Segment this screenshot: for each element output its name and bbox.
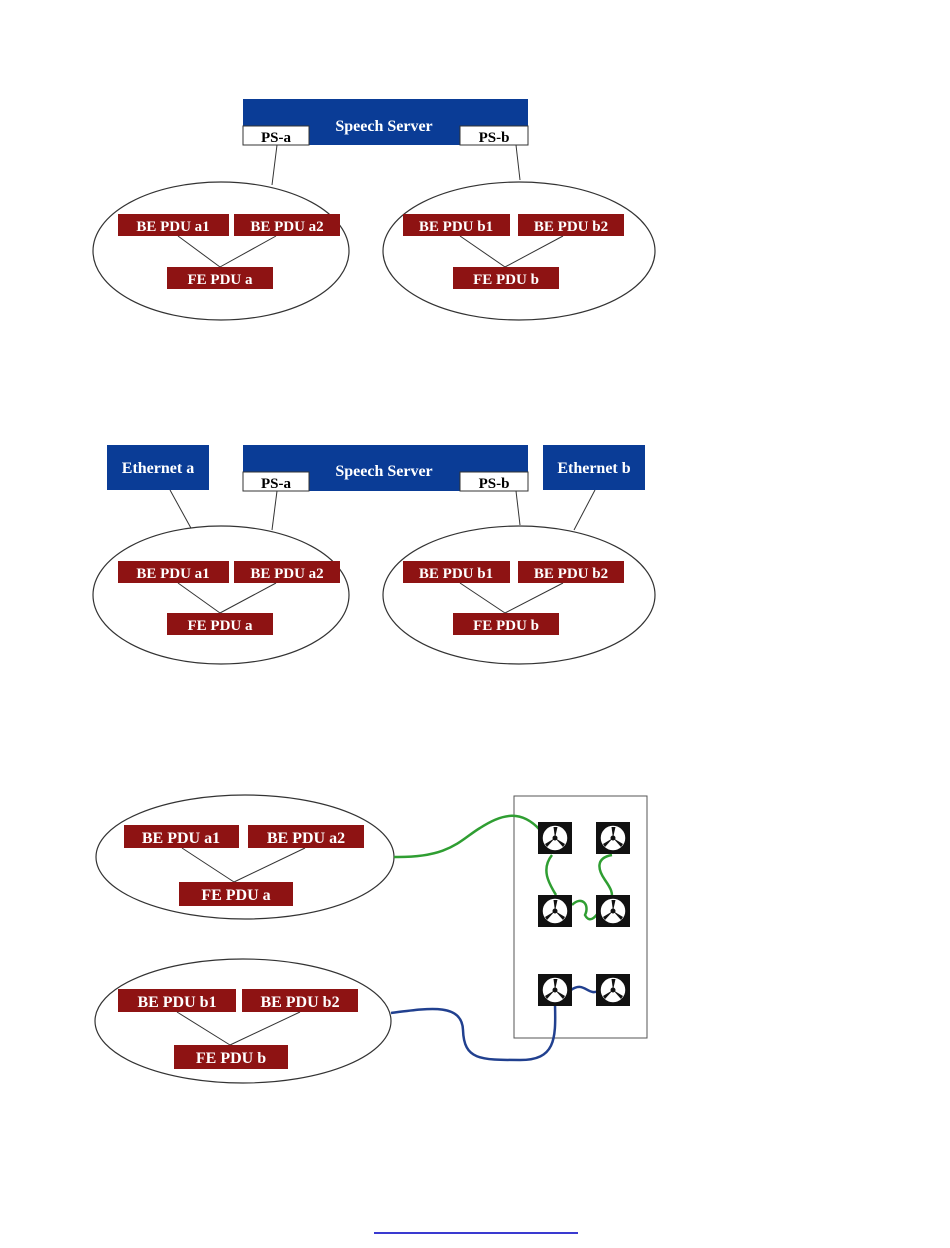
fan-icon (538, 974, 572, 1006)
footer-link-underline[interactable] (374, 1232, 578, 1234)
connector (516, 145, 520, 180)
fe-pdu-a-label: FE PDU a (188, 618, 253, 634)
ethernet-b: Ethernet b (543, 445, 645, 490)
be-pdu-a2-label: BE PDU a2 (250, 219, 323, 235)
connector (516, 491, 520, 525)
server-label: Speech Server (335, 118, 432, 135)
fe-pdu-b-label: FE PDU b (473, 618, 539, 634)
connector (272, 491, 277, 530)
pdu-group-b: BE PDU b1 BE PDU b2 FE PDU b (95, 959, 391, 1083)
ps-a-label: PS-a (261, 130, 292, 146)
be-pdu-b1-label: BE PDU b1 (137, 994, 216, 1011)
fan-icon (596, 895, 630, 927)
pdu-group-b: BE PDU b1 BE PDU b2 FE PDU b (383, 526, 655, 664)
fe-pdu-a-label: FE PDU a (201, 887, 270, 904)
ethernet-a: Ethernet a (107, 445, 209, 490)
be-pdu-b1-label: BE PDU b1 (419, 566, 493, 582)
be-pdu-a1-label: BE PDU a1 (142, 830, 220, 847)
ps-b-label: PS-b (479, 130, 510, 146)
fan-icon (538, 895, 572, 927)
be-pdu-b1-label: BE PDU b1 (419, 219, 493, 235)
ethernet-a-label: Ethernet a (122, 460, 194, 477)
pdu-group-a: BE PDU a1 BE PDU a2 FE PDU a (93, 526, 349, 664)
be-pdu-a2-label: BE PDU a2 (250, 566, 323, 582)
be-pdu-a1-label: BE PDU a1 (136, 219, 209, 235)
connector (574, 490, 595, 530)
connector (272, 145, 277, 185)
be-pdu-a2-label: BE PDU a2 (267, 830, 345, 847)
diagram-1: Speech Server PS-a PS-b BE PDU a1 BE PDU… (93, 99, 655, 320)
server-label: Speech Server (335, 463, 432, 480)
ethernet-b-label: Ethernet b (557, 460, 630, 477)
fan-icon (596, 822, 630, 854)
speech-server: Speech Server PS-a PS-b (243, 445, 528, 492)
pdu-group-b: BE PDU b1 BE PDU b2 FE PDU b (383, 182, 655, 320)
fan-icon (596, 974, 630, 1006)
speech-server: Speech Server PS-a PS-b (243, 99, 528, 146)
connector (170, 490, 192, 530)
be-pdu-b2-label: BE PDU b2 (260, 994, 339, 1011)
fan-icon (538, 822, 572, 854)
diagram-2: Ethernet a Ethernet b Speech Server PS-a… (93, 445, 655, 664)
be-pdu-a1-label: BE PDU a1 (136, 566, 209, 582)
fe-pdu-b-label: FE PDU b (473, 272, 539, 288)
fe-pdu-a-label: FE PDU a (188, 272, 253, 288)
diagram-3: BE PDU a1 BE PDU a2 FE PDU a BE PDU b1 B… (95, 795, 647, 1083)
pdu-group-a: BE PDU a1 BE PDU a2 FE PDU a (96, 795, 394, 919)
ps-b-label: PS-b (479, 476, 510, 492)
ps-a-label: PS-a (261, 476, 292, 492)
fe-pdu-b-label: FE PDU b (196, 1050, 266, 1067)
be-pdu-b2-label: BE PDU b2 (534, 566, 608, 582)
pdu-group-a: BE PDU a1 BE PDU a2 FE PDU a (93, 182, 349, 320)
be-pdu-b2-label: BE PDU b2 (534, 219, 608, 235)
